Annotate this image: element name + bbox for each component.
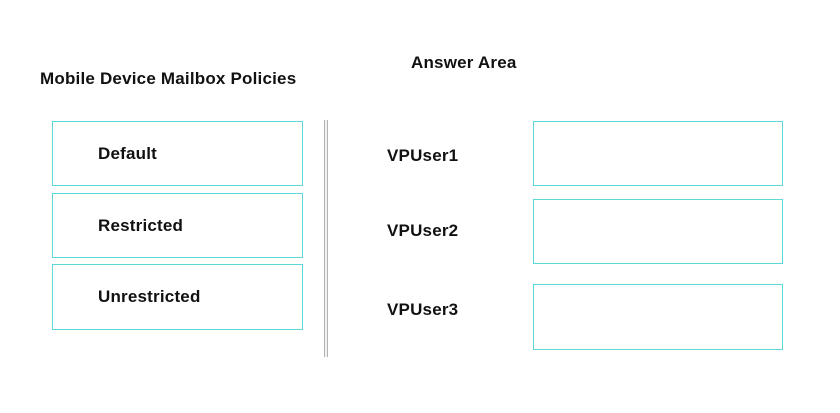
drop-target-vpuser2[interactable] — [533, 199, 783, 264]
drag-item-label: Default — [98, 143, 158, 163]
drop-target-vpuser3[interactable] — [533, 284, 783, 350]
drop-target-vpuser1[interactable] — [533, 121, 783, 186]
panel-divider — [324, 120, 328, 357]
drag-item-label: Unrestricted — [98, 287, 201, 306]
answer-row-label-vpuser1: VPUser1 — [387, 146, 459, 165]
drag-item-unrestricted[interactable]: Unrestricted — [52, 264, 303, 330]
drag-item-label: Restricted — [98, 215, 184, 235]
answer-row-label-vpuser3: VPUser3 — [387, 300, 459, 319]
drag-item-restricted[interactable]: Restricted — [52, 193, 303, 258]
answer-area-title: Answer Area — [411, 53, 517, 72]
source-panel-title: Mobile Device Mailbox Policies — [40, 69, 297, 88]
drag-item-default[interactable]: Default — [52, 121, 303, 186]
answer-row-label-vpuser2: VPUser2 — [387, 221, 459, 240]
